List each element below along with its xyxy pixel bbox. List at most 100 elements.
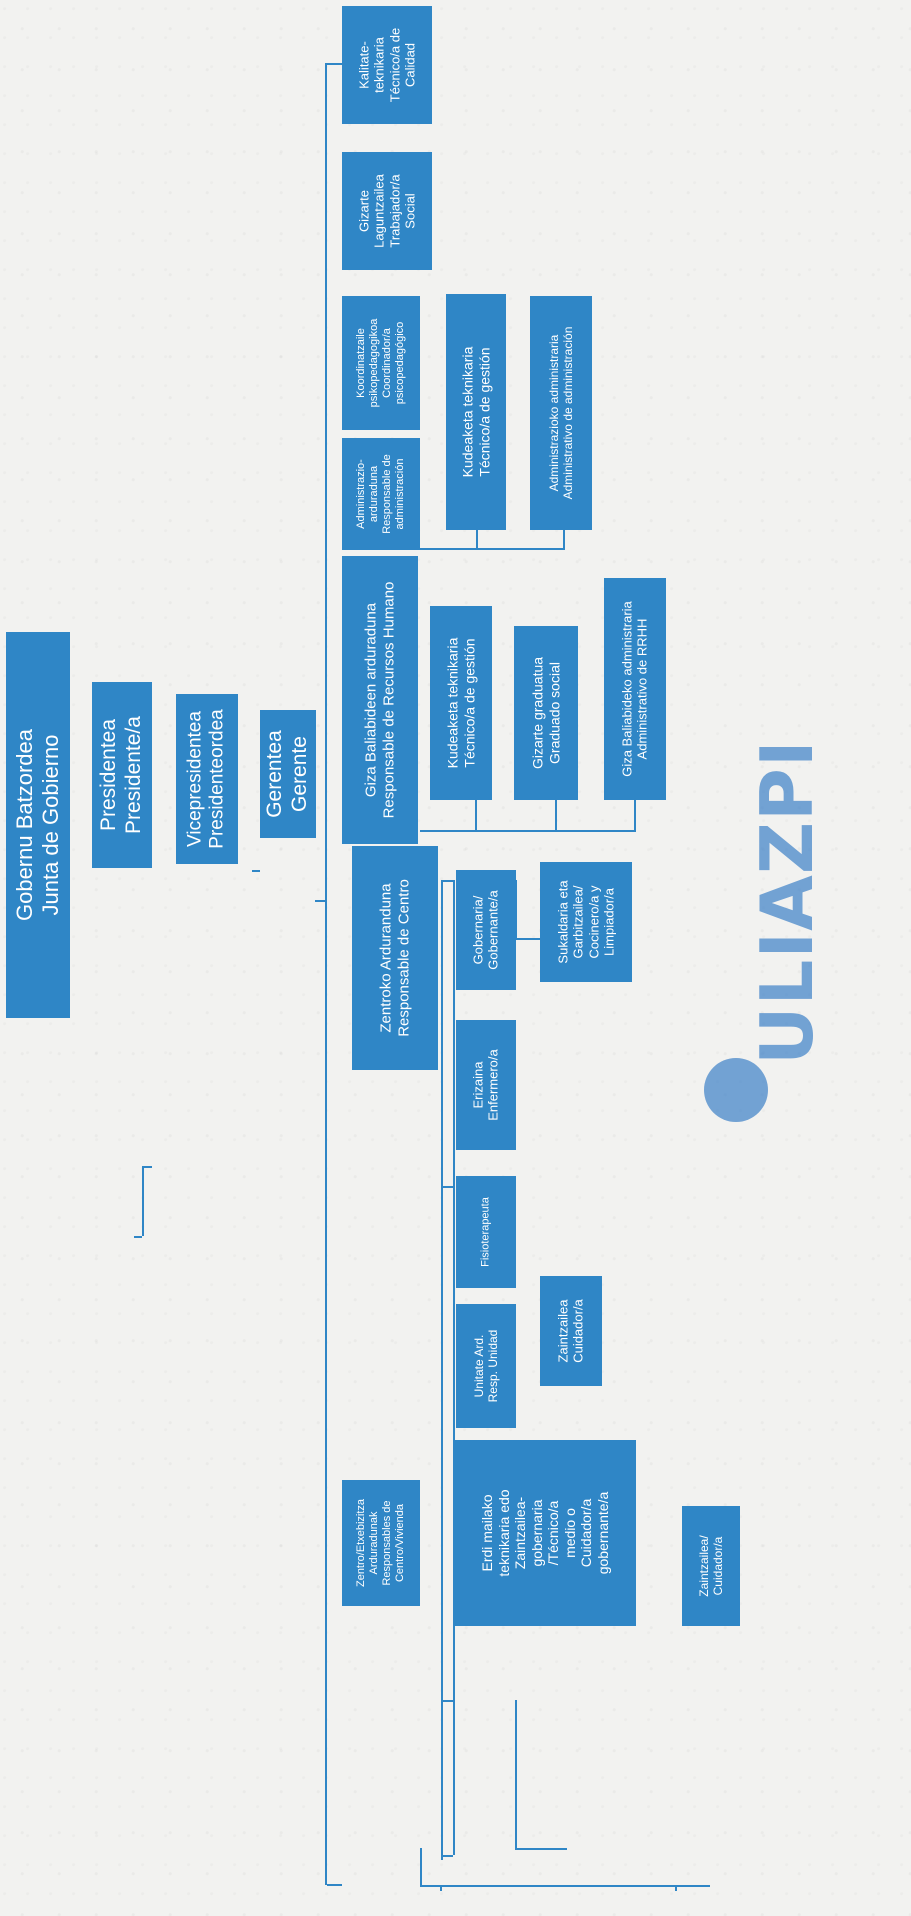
housing-head-label-4: Centro/Vivienda xyxy=(393,1503,406,1583)
center-head-label-es: Responsable de Centro xyxy=(395,879,412,1037)
admin-tech-box: Kudeaketa teknikaria Técnico/a de gestió… xyxy=(446,294,506,530)
connector-line xyxy=(440,1885,442,1891)
hr-tech-box: Kudeaketa teknikaria Técnico/a de gestió… xyxy=(430,606,492,800)
connector-line xyxy=(476,530,478,550)
cook-label-3: Cocinero/a y xyxy=(586,885,601,959)
hr-tech-label-eu: Kudeaketa teknikaria xyxy=(444,637,461,769)
unit-head-label-eu: Unitate Ard. xyxy=(471,1334,486,1398)
quality-label-3: Técnico/a de xyxy=(387,27,402,103)
carer-label-eu: Zaintzailea xyxy=(555,1299,571,1363)
hr-clerk-box: Giza Baliabideko administraria Administr… xyxy=(604,578,666,800)
social-worker-box: Gizarte Laguntzailea Trabajador/a Social xyxy=(342,152,432,270)
psychopedagogical-box: Koordinatzaile psikopedagogikoa Coordina… xyxy=(342,296,420,430)
hr-clerk-label-eu: Giza Baliabideko administraria xyxy=(619,601,635,777)
connector-line xyxy=(441,880,443,1860)
social-worker-label-1: Gizarte xyxy=(356,190,372,232)
connector-line xyxy=(142,1166,144,1236)
cook-cleaner-box: Sukaldaria eta Garbitzailea/ Cocinero/a … xyxy=(540,862,632,982)
admin-head-label-1: Administrazio- xyxy=(355,459,368,529)
connector-line xyxy=(563,530,565,550)
connector-line xyxy=(134,1236,142,1238)
social-worker-label-2: Laguntzailea xyxy=(371,174,387,248)
mid-tech-label-4: gobernaria xyxy=(528,1499,545,1567)
nurse-box: Erizaina Enfermero/a xyxy=(456,1020,516,1150)
quality-label-1: Kalitate- xyxy=(356,41,372,89)
connector-line xyxy=(441,1855,453,1857)
nurse-label-es: Enfermero/a xyxy=(486,1049,501,1121)
connector-line xyxy=(475,800,477,832)
connector-line xyxy=(517,1848,567,1850)
hr-graduate-label-eu: Gizarte graduatua xyxy=(529,656,546,770)
hr-clerk-label-es: Administrativo de RRHH xyxy=(635,618,650,760)
social-worker-label-4: Social xyxy=(402,193,418,229)
connector-line xyxy=(515,1700,517,1850)
cook-label-4: Limpiador/a xyxy=(601,888,617,956)
board-label-es: Junta de Gobierno xyxy=(38,734,63,916)
housing-head-label-1: Zentro/Etxebizitza xyxy=(355,1498,368,1588)
mid-tech-box: Erdi mailako teknikaria edo Zaintzailea-… xyxy=(454,1440,636,1626)
main-trunk-line xyxy=(325,63,327,1885)
cook-label-2: Garbitzailea/ xyxy=(570,885,586,959)
connector-line xyxy=(634,800,636,832)
connector-line xyxy=(441,1700,453,1702)
center-head-label-eu: Zentroko Arduranduna xyxy=(377,883,395,1033)
housekeeper-label-es: Gobernante/a xyxy=(486,890,501,970)
stamp-text: ULIAZPI xyxy=(745,739,829,1065)
connector-line xyxy=(453,880,455,1855)
connector-line xyxy=(675,1885,677,1891)
housekeeper-box: Gobernaria/ Gobernante/a xyxy=(456,870,516,990)
housekeeper-label-eu: Gobernaria/ xyxy=(470,895,486,965)
physio-box: Fisioterapeuta xyxy=(456,1176,516,1288)
admin-clerk-label-es: Administrativo de administración xyxy=(561,326,575,500)
carer2-box: Zaintzailea/ Cuidador/a xyxy=(682,1506,740,1626)
mid-tech-label-3: Zaintzailea- xyxy=(511,1496,528,1570)
hr-head-label-es: Responsable de Recursos Humano xyxy=(380,581,397,819)
social-worker-label-3: Trabajador/a xyxy=(387,174,402,248)
connector-line xyxy=(420,830,635,832)
housing-head-box: Zentro/Etxebizitza Arduradunak Responsab… xyxy=(342,1480,420,1606)
vicepresident-label-es: Presidenteordea xyxy=(207,709,228,849)
connector-line xyxy=(555,800,557,832)
admin-head-label-4: administración xyxy=(393,458,406,530)
psycho-label-1: Koordinatzaile xyxy=(355,328,368,398)
vicepresident-label-eu: Vicepresidentea xyxy=(184,711,206,847)
psycho-label-2: psikopedagogikoa xyxy=(368,318,381,408)
quality-tech-box: Kalitate- teknikaria Técnico/a de Calida… xyxy=(342,6,432,124)
connector-line xyxy=(144,1166,152,1168)
president-box: Presidentea Presidente/a xyxy=(92,682,152,868)
president-label-es: Presidente/a xyxy=(122,716,145,834)
mid-tech-label-5: /Técnico/a xyxy=(545,1500,561,1566)
admin-clerk-box: Administrazioko administraria Administra… xyxy=(530,296,592,530)
mid-tech-label-8: gobernante/a xyxy=(594,1491,611,1575)
housing-head-label-3: Responsables de xyxy=(381,1500,393,1586)
carer2-label-eu: Zaintzailea/ xyxy=(696,1535,711,1597)
mid-tech-label-1: Erdi mailako xyxy=(478,1494,495,1572)
connector-line xyxy=(327,1884,342,1886)
hr-tech-label-es: Técnico/a de gestión xyxy=(461,638,477,768)
carer-box: Zaintzailea Cuidador/a xyxy=(540,1276,602,1386)
hr-graduate-label-es: Graduado social xyxy=(546,662,562,764)
housing-head-label-2: Arduradunak xyxy=(368,1511,381,1575)
center-head-box: Zentroko Arduranduna Responsable de Cent… xyxy=(352,846,438,1070)
hr-head-label-eu: Giza Baliabideen arduraduna xyxy=(362,602,380,798)
board-label-eu: Gobernu Batzordea xyxy=(12,728,38,922)
connector-line xyxy=(252,870,260,872)
connector-line xyxy=(441,880,453,882)
connector-line xyxy=(517,938,540,940)
connector-line xyxy=(420,1848,422,1886)
admin-head-label-3: Responsable de xyxy=(381,454,393,534)
hr-graduate-box: Gizarte graduatua Graduado social xyxy=(514,626,578,800)
stamp-logo-icon xyxy=(704,1058,768,1122)
carer-label-es: Cuidador/a xyxy=(571,1299,586,1363)
carer2-label-es: Cuidador/a xyxy=(711,1536,725,1596)
quality-label-4: Calidad xyxy=(402,42,418,88)
vicepresident-box: Vicepresidentea Presidenteordea xyxy=(176,694,238,864)
connector-line xyxy=(420,1885,710,1887)
nurse-label-eu: Erizaina xyxy=(470,1061,486,1109)
manager-label-eu: Gerentea xyxy=(263,730,287,818)
mid-tech-label-7: Cuidador/a xyxy=(578,1498,595,1568)
hr-head-box: Giza Baliabideen arduraduna Responsable … xyxy=(342,556,418,844)
psycho-label-3: Coordinador/a xyxy=(381,328,393,398)
unit-head-box: Unitate Ard. Resp. Unidad xyxy=(456,1304,516,1428)
cook-label-1: Sukaldaria eta xyxy=(555,880,571,964)
